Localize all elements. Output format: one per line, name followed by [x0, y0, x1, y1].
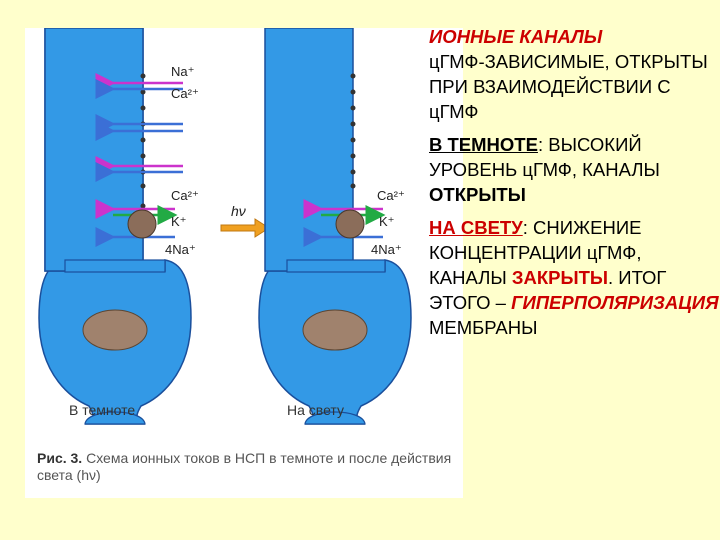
label-hv: hν — [231, 203, 246, 219]
ion-arrows-dark — [95, 73, 183, 247]
para-light: НА СВЕТУ: СНИЖЕНИЕ КОНЦЕНТРАЦИИ цГМФ, КА… — [429, 215, 719, 340]
label-light: На свету — [287, 402, 344, 418]
hyperpolarization: ГИПЕРПОЛЯРИЗАЦИЯ — [511, 292, 719, 313]
ion-current-diagram: Na⁺ Ca²⁺ Ca²⁺ K⁺ 4Na⁺ hν — [38, 28, 412, 425]
label-4na-dark: 4Na⁺ — [165, 242, 196, 257]
ion-labels-dark: Na⁺ Ca²⁺ Ca²⁺ K⁺ 4Na⁺ — [165, 64, 199, 257]
label-k-dark: K⁺ — [171, 214, 187, 229]
label-na-dark: Na⁺ — [171, 64, 194, 79]
channel-dots-light — [350, 73, 356, 189]
light-closed: ЗАКРЫТЫ — [511, 267, 608, 288]
figure-caption: Рис. 3. Схема ионных токов в НСП в темно… — [37, 450, 457, 484]
membrane: МЕМБРАНЫ — [429, 317, 538, 338]
ion-labels-light: Ca²⁺ K⁺ 4Na⁺ — [371, 188, 405, 257]
caption-number: Рис. 3. — [37, 450, 83, 466]
inner-segment-light — [286, 259, 386, 273]
inner-segment-dark — [64, 259, 166, 273]
cell-nucleus-dark — [82, 309, 148, 351]
dark-heading: В ТЕМНОТЕ — [429, 134, 538, 155]
photoreceptor-figure: Na⁺ Ca²⁺ Ca²⁺ K⁺ 4Na⁺ hν — [25, 28, 463, 498]
light-dot: . ИТОГ ЭТОГО – — [429, 267, 667, 313]
channel-blob-dark — [127, 209, 157, 239]
outer-segment-dark — [44, 28, 144, 272]
label-k-light: K⁺ — [379, 214, 395, 229]
outer-segment-light — [264, 28, 354, 272]
label-ca-light: Ca²⁺ — [377, 188, 405, 203]
para-channels: ИОННЫЕ КАНАЛЫ цГМФ-ЗАВИСИМЫЕ, ОТКРЫТЫ ПР… — [429, 24, 719, 124]
label-4na-light: 4Na⁺ — [371, 242, 402, 257]
label-ca-lower-dark: Ca²⁺ — [171, 188, 199, 203]
label-ca-dark: Ca²⁺ — [171, 86, 199, 101]
explanation-text: ИОННЫЕ КАНАЛЫ цГМФ-ЗАВИСИМЫЕ, ОТКРЫТЫ ПР… — [429, 24, 719, 348]
hv-arrow-icon — [220, 218, 270, 238]
para-dark: В ТЕМНОТЕ: ВЫСОКИЙ УРОВЕНЬ цГМФ, КАНАЛЫ … — [429, 132, 719, 207]
light-heading: НА СВЕТУ — [429, 217, 523, 238]
dark-rest: : ВЫСОКИЙ УРОВЕНЬ цГМФ, КАНАЛЫ — [429, 134, 660, 180]
label-dark: В темноте — [69, 402, 136, 418]
light-stimulus: hν — [220, 203, 270, 238]
cell-nucleus-light — [302, 309, 368, 351]
title-ion-channels: ИОННЫЕ КАНАЛЫ — [429, 26, 603, 47]
caption-text: Схема ионных токов в НСП в темноте и пос… — [37, 450, 452, 483]
channel-blob-light — [335, 209, 365, 239]
rod-cell-dark — [38, 28, 192, 425]
dark-open: ОТКРЫТЫ — [429, 184, 526, 205]
para1-text: цГМФ-ЗАВИСИМЫЕ, ОТКРЫТЫ ПРИ ВЗАИМОДЕЙСТВ… — [429, 51, 708, 122]
light-rest: : СНИЖЕНИЕ КОНЦЕНТРАЦИИ цГМФ, КАНАЛЫ — [429, 217, 642, 288]
